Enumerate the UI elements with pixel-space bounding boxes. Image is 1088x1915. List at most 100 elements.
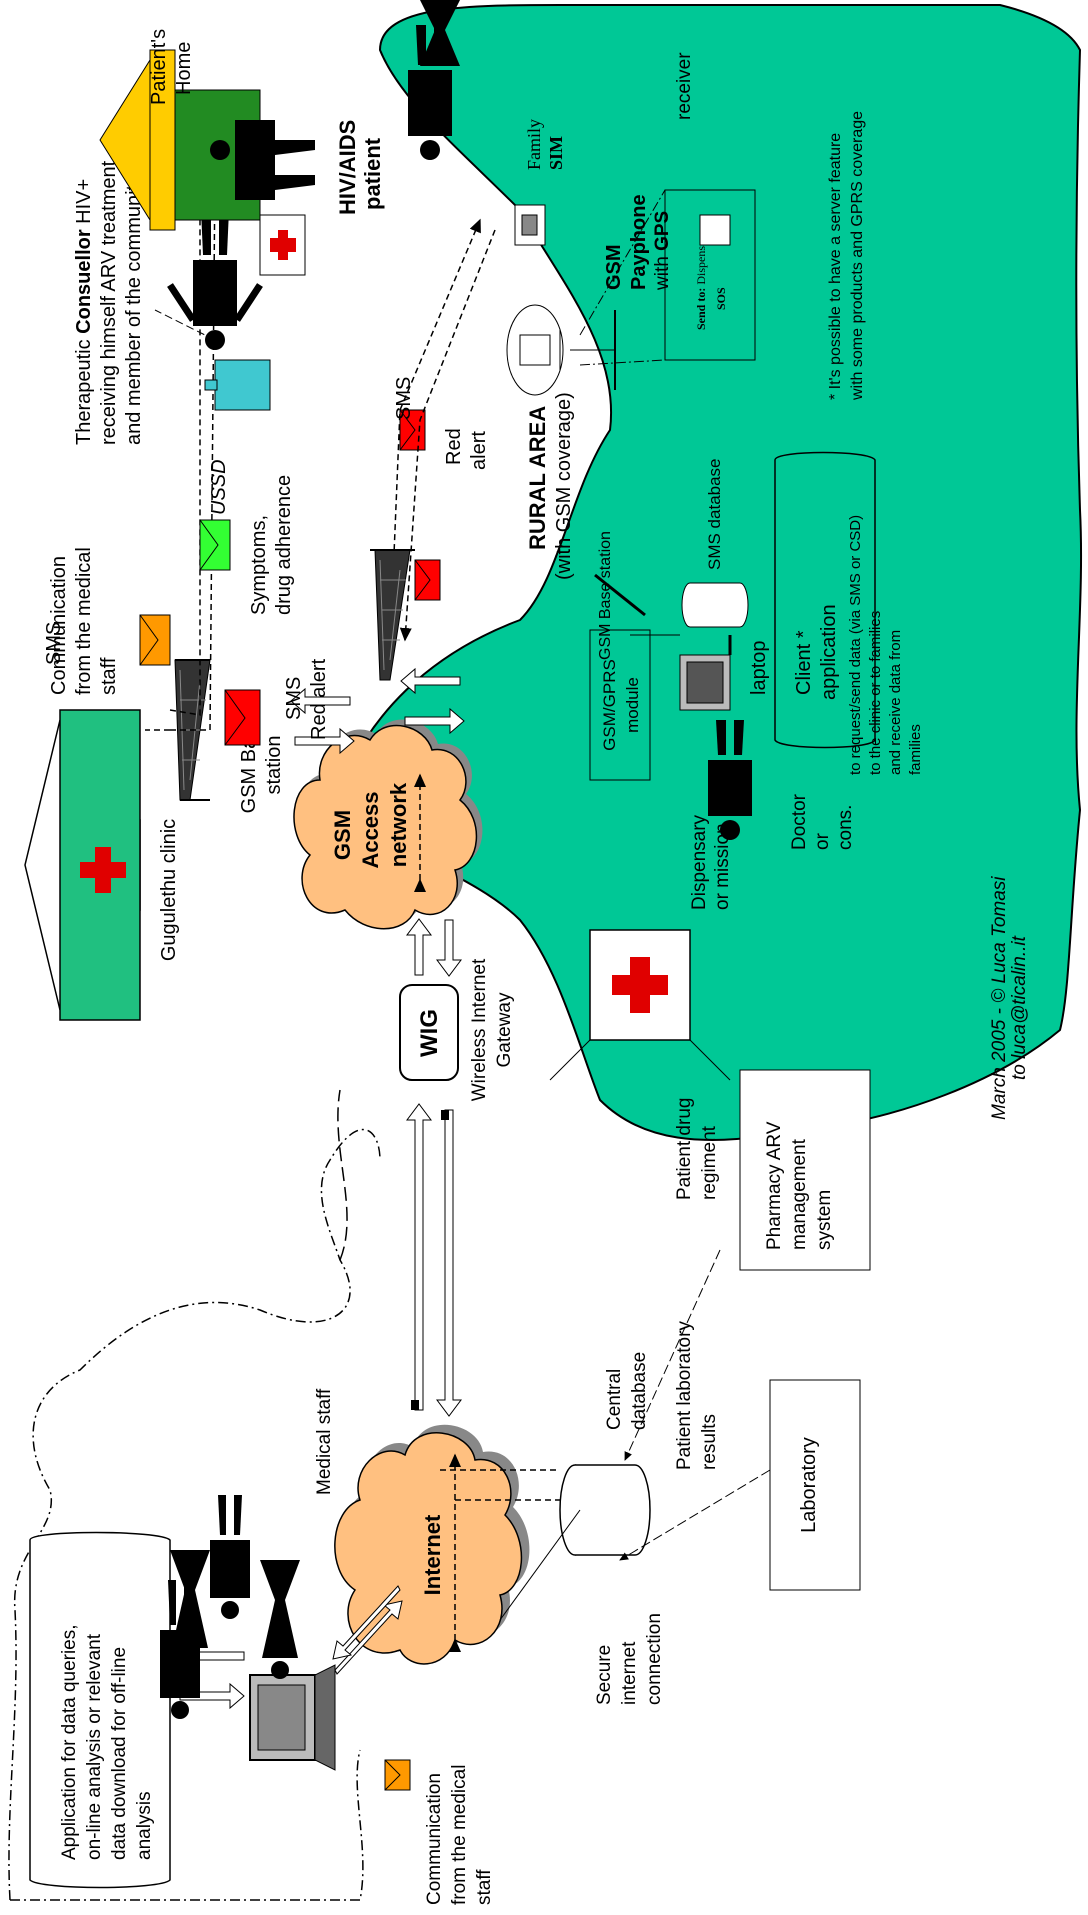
title-line3: and member of the community: [123, 175, 145, 445]
clinic-link: [337, 1089, 348, 1261]
application-line3: data download for off-line: [109, 1647, 130, 1860]
laboratory-label: Laboratory: [798, 1437, 820, 1533]
client-app-line3: to request/send data (via SMS or CSD): [847, 515, 864, 775]
mobile-phone-icon: [204, 359, 271, 411]
internet-label: Internet: [420, 1514, 445, 1595]
lab-results-line2: results: [699, 1414, 720, 1470]
wig-line1: Wireless Internet: [469, 958, 490, 1101]
secure-conn-line1: Secure: [594, 1645, 615, 1705]
title-line1: Therapeutic Consuellor HIV+: [73, 179, 95, 445]
secure-conn-line3: connection: [644, 1613, 665, 1705]
laptop-icon: [679, 635, 732, 711]
doctor-figure: [708, 720, 752, 840]
consuellor-pointer: [154, 309, 216, 341]
gsm-base-rural-label: GSM Base station: [597, 531, 614, 660]
wig-label: WIG: [416, 1009, 443, 1057]
sms-orange-label: SMS: [43, 622, 65, 665]
client-app-line1: Client *: [793, 630, 815, 695]
rotated-diagram: GSM Access network Internet Application …: [8, 0, 1083, 1905]
doctor-line3: cons.: [835, 805, 856, 850]
comm-top-line1: Communication: [48, 556, 70, 695]
ussd-label: USSD: [208, 459, 230, 515]
family-sim-line1: Family: [524, 119, 544, 170]
comm-bottom-line1: Communication: [424, 1773, 445, 1905]
application-line1: Application for data queries,: [59, 1624, 80, 1860]
desktop-computer-icon: [249, 1664, 336, 1771]
family-sim-line2: SIM: [546, 136, 566, 170]
credit-line1: March 2005 - © Luca Tomasi: [989, 876, 1010, 1120]
central-database-icon: [559, 1464, 651, 1556]
gsm-gprs-line2: module: [623, 677, 642, 733]
symptoms-line1: Symptoms,: [248, 515, 270, 615]
gsm-tower-rural-icon: [370, 549, 415, 681]
rural-area-subtitle: (with GSM coverage): [553, 392, 575, 580]
sms-top-label: SMS: [393, 377, 415, 420]
wig-gsm-arrows: [406, 918, 462, 977]
desktop-internet-arrows: [332, 1585, 403, 1675]
footnote-line1: * It's possible to have a server feature: [827, 133, 844, 400]
sms-envelope-green: [199, 519, 231, 571]
doctor-line2: or: [812, 832, 833, 850]
sms-envelope-red-mid: [414, 559, 441, 601]
rural-area-title: RURAL AREA: [525, 406, 550, 550]
payphone-tower-link2: [399, 229, 496, 642]
clinic-boundary-lower: [10, 1749, 364, 1901]
gsm-access-cloud: GSM Access network: [293, 719, 483, 930]
footnote-line2: with some products and GPRS coverage: [849, 111, 866, 401]
sms-envelope-red: [224, 689, 261, 746]
hiv-patient-line2: patient: [360, 137, 385, 210]
client-app-line4: to the clinic or to families: [867, 611, 884, 775]
rural-area-region: [328, 4, 1083, 1141]
client-app-line5: and receive data from: [887, 630, 904, 775]
gsm-base-left-line2: station: [263, 736, 285, 795]
comm-top-line2: from the medical: [73, 547, 95, 695]
client-app-line6: families: [907, 724, 924, 775]
sms-envelope-orange: [139, 614, 171, 666]
internet-cloud: Internet: [334, 1424, 560, 1665]
gsm-access-line3: network: [386, 782, 411, 867]
payphone-line1: GSM: [603, 244, 625, 290]
module-antenna: [594, 573, 646, 617]
sms-database-label: SMS database: [705, 458, 724, 570]
lab-results-line1: Patient laboratory: [674, 1321, 695, 1470]
wig-line2: Gateway: [494, 992, 515, 1067]
sms-red-alert: Red alert: [308, 658, 330, 740]
comm-bottom-line2: from the medical: [449, 1765, 470, 1905]
gugulethu-label: Gugulethu clinic: [158, 819, 180, 961]
medical-staff-label: Medical staff: [314, 1388, 335, 1495]
doctor-line1: Doctor: [789, 793, 810, 850]
patient-home-line2: Home: [173, 42, 195, 95]
comm-bottom-line3: staff: [474, 1869, 495, 1905]
symptoms-line2: drug adherence: [273, 475, 295, 615]
medical-staff-figures: [160, 1495, 300, 1719]
title-line2: receiving himself ARV treatment: [98, 160, 120, 445]
pharmacy-line2: management: [789, 1138, 810, 1250]
drug-regiment-line2: regiment: [699, 1125, 720, 1200]
secure-conn-pointer: [499, 1509, 581, 1621]
tower-cloud-arrows: [290, 687, 355, 755]
drug-regiment-line1: Patient drug: [674, 1098, 695, 1200]
dispensary-icon: [549, 929, 731, 1081]
sos-send-to: Send to: Dispensary: [694, 231, 708, 330]
consuellor-figure: [167, 210, 263, 350]
gsm-access-line2: Access: [358, 791, 383, 868]
client-app-box: Client * application to request/send dat…: [774, 451, 924, 775]
laboratory-box: Laboratory: [769, 1379, 861, 1591]
lab-db-link: [619, 1469, 771, 1561]
payphone-line3: with GPS: [652, 211, 673, 291]
payphone-line4: receiver: [674, 52, 695, 120]
sms-top-alert: alert: [468, 431, 490, 470]
sms-red-sms: SMS: [283, 677, 305, 720]
sms-envelope-orange-bottom: [384, 1759, 411, 1791]
gsm-access-line1: GSM: [330, 810, 355, 860]
gsm-gprs-module-box: GSM/GPRS module: [589, 629, 651, 781]
clinic-boundary: [8, 1128, 381, 1901]
dispensary-line1: Dispensary: [689, 814, 710, 910]
gsm-gprs-line1: GSM/GPRS: [600, 659, 619, 751]
sms-database-icon: [681, 582, 749, 628]
tower-consuellor-link: [145, 169, 216, 731]
pharmacy-db-link: [624, 1249, 721, 1461]
laptop-label: laptop: [748, 641, 770, 696]
